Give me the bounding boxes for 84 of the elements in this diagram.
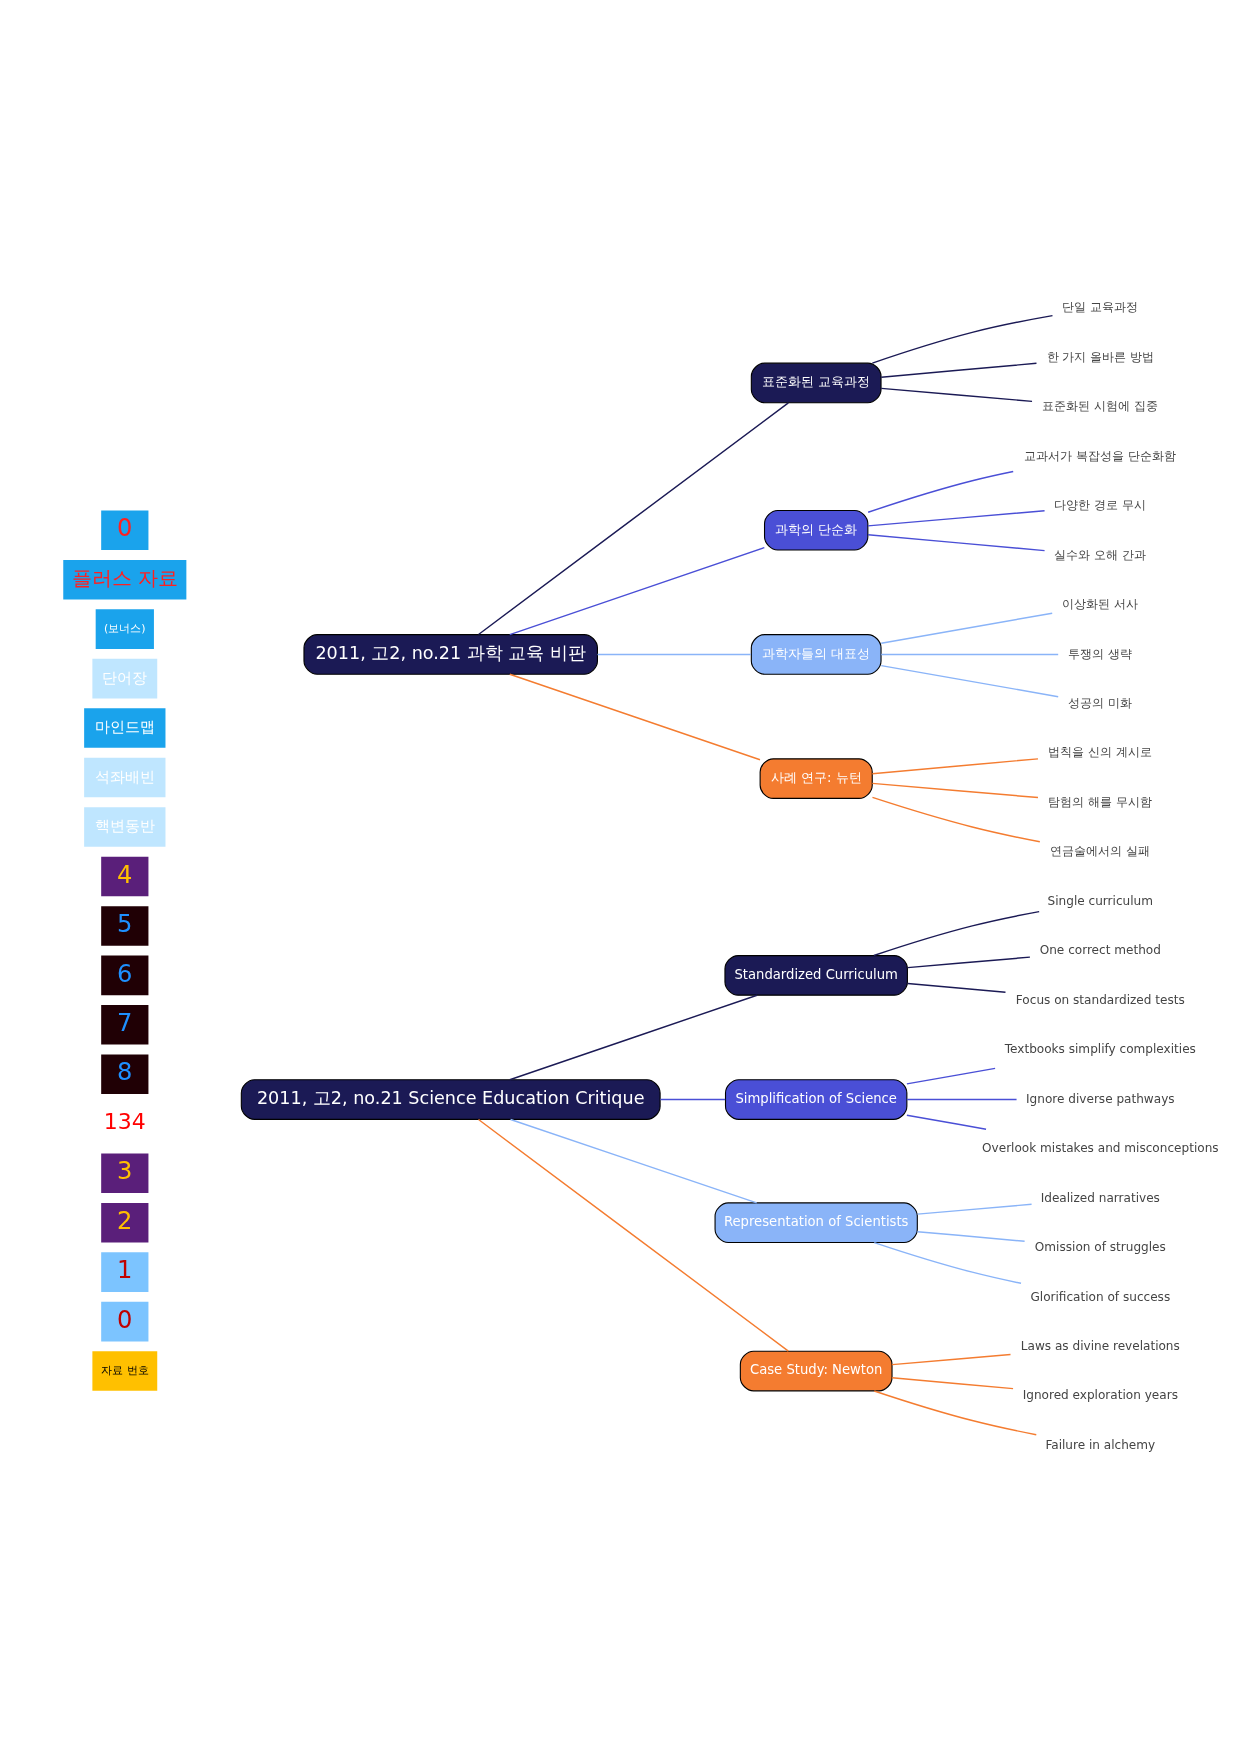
node-text: Ignored exploration years	[1022, 1388, 1178, 1403]
label: 0	[117, 514, 133, 543]
connector	[871, 314, 1054, 364]
label: (보너스)	[104, 621, 146, 635]
node-box: 표준화된 교육과정	[750, 362, 882, 404]
node-box: Standardized Curriculum	[724, 955, 908, 996]
connector	[871, 796, 1041, 843]
label: 석좌배빈	[94, 767, 155, 786]
connector	[916, 1203, 1033, 1215]
node-box: Representation of Scientists	[714, 1202, 918, 1243]
node-text: Ignore diverse pathways	[1026, 1091, 1175, 1106]
connector	[906, 1067, 996, 1085]
connector	[916, 1230, 1026, 1242]
node-box: Simplification of Science	[724, 1079, 908, 1120]
node-text: Laws as divine revelations	[1020, 1338, 1180, 1353]
node-text: 탐험의 해를 무시함	[1048, 794, 1153, 809]
connector	[871, 758, 1039, 775]
label: 마인드맵	[94, 718, 155, 737]
connector	[873, 910, 1040, 957]
node-text: 법칙을 신의 계시로	[1048, 745, 1153, 760]
node-text: 이상화된 서사	[1062, 597, 1139, 612]
connector	[873, 1241, 1022, 1284]
label: 6	[117, 959, 133, 988]
label: 8	[117, 1058, 133, 1087]
node-text: Overlook mistakes and misconceptions	[982, 1141, 1219, 1156]
connector	[880, 653, 1059, 656]
node-text: 교과서가 복잡성을 단순화함	[1024, 448, 1177, 463]
connector	[906, 956, 1031, 969]
connector	[867, 470, 1014, 513]
node-text: 연금술에서의 실패	[1050, 844, 1151, 859]
connector	[477, 1118, 790, 1352]
connector	[873, 1390, 1037, 1436]
connector	[477, 402, 790, 636]
node-text: Textbooks simplify complexities	[1004, 1042, 1196, 1057]
connector	[906, 1114, 987, 1130]
node-text: 투쟁의 생략	[1068, 646, 1133, 661]
node-text: 한 가지 올바른 방법	[1046, 349, 1155, 364]
label: 0	[117, 1305, 133, 1334]
node-text: 다양한 경로 무시	[1054, 498, 1147, 513]
connector	[509, 546, 766, 636]
node-box: Case Study: Newton	[739, 1350, 893, 1392]
node-box: 2011, 고2, no.21 Science Education Critique	[240, 1079, 661, 1120]
label: 4	[117, 860, 133, 889]
node-text: Failure in alchemy	[1045, 1437, 1156, 1452]
node-text: Glorification of success	[1030, 1289, 1171, 1304]
connector	[867, 534, 1046, 552]
connector	[880, 387, 1033, 403]
node-text: Idealized narratives	[1040, 1190, 1160, 1205]
connector	[880, 612, 1053, 644]
label: 1	[117, 1256, 133, 1285]
connector	[891, 1377, 1014, 1390]
node-box: 과학의 단순화	[763, 509, 869, 551]
connector	[596, 653, 752, 656]
node-text: Focus on standardized tests	[1015, 992, 1185, 1007]
connector	[867, 510, 1046, 527]
label: 단어장	[102, 668, 148, 687]
label: 플러스 자료	[71, 566, 178, 590]
connector	[509, 994, 758, 1081]
connector	[891, 1353, 1012, 1366]
label: 자료 번호	[101, 1363, 149, 1377]
node-text: 성공의 미화	[1068, 695, 1133, 710]
label: 3	[117, 1157, 133, 1186]
connector	[871, 782, 1039, 799]
node-box: 2011, 고2, no.21 과학 교육 비판	[303, 634, 598, 675]
node-text: 표준화된 시험에 집중	[1042, 399, 1159, 414]
connector	[906, 1098, 1018, 1101]
connector	[659, 1098, 726, 1101]
node-text: One correct method	[1039, 943, 1161, 958]
connector	[509, 673, 761, 761]
connector	[880, 362, 1038, 378]
label: 7	[117, 1008, 133, 1037]
node-text: Omission of struggles	[1034, 1240, 1166, 1255]
label: 2	[117, 1206, 133, 1235]
connector	[906, 982, 1007, 993]
node-text: 단일 교육과정	[1062, 300, 1139, 315]
label: 핵변동반	[94, 817, 155, 836]
connector	[509, 1118, 758, 1204]
label: 134	[103, 1109, 146, 1135]
node-text: 실수와 오해 간과	[1054, 547, 1147, 562]
node-text: Single curriculum	[1047, 893, 1154, 908]
node-box: 과학자들의 대표성	[750, 634, 882, 675]
connector	[880, 664, 1059, 698]
label: 5	[117, 910, 133, 939]
node-box: 사례 연구: 뉴턴	[759, 758, 873, 799]
